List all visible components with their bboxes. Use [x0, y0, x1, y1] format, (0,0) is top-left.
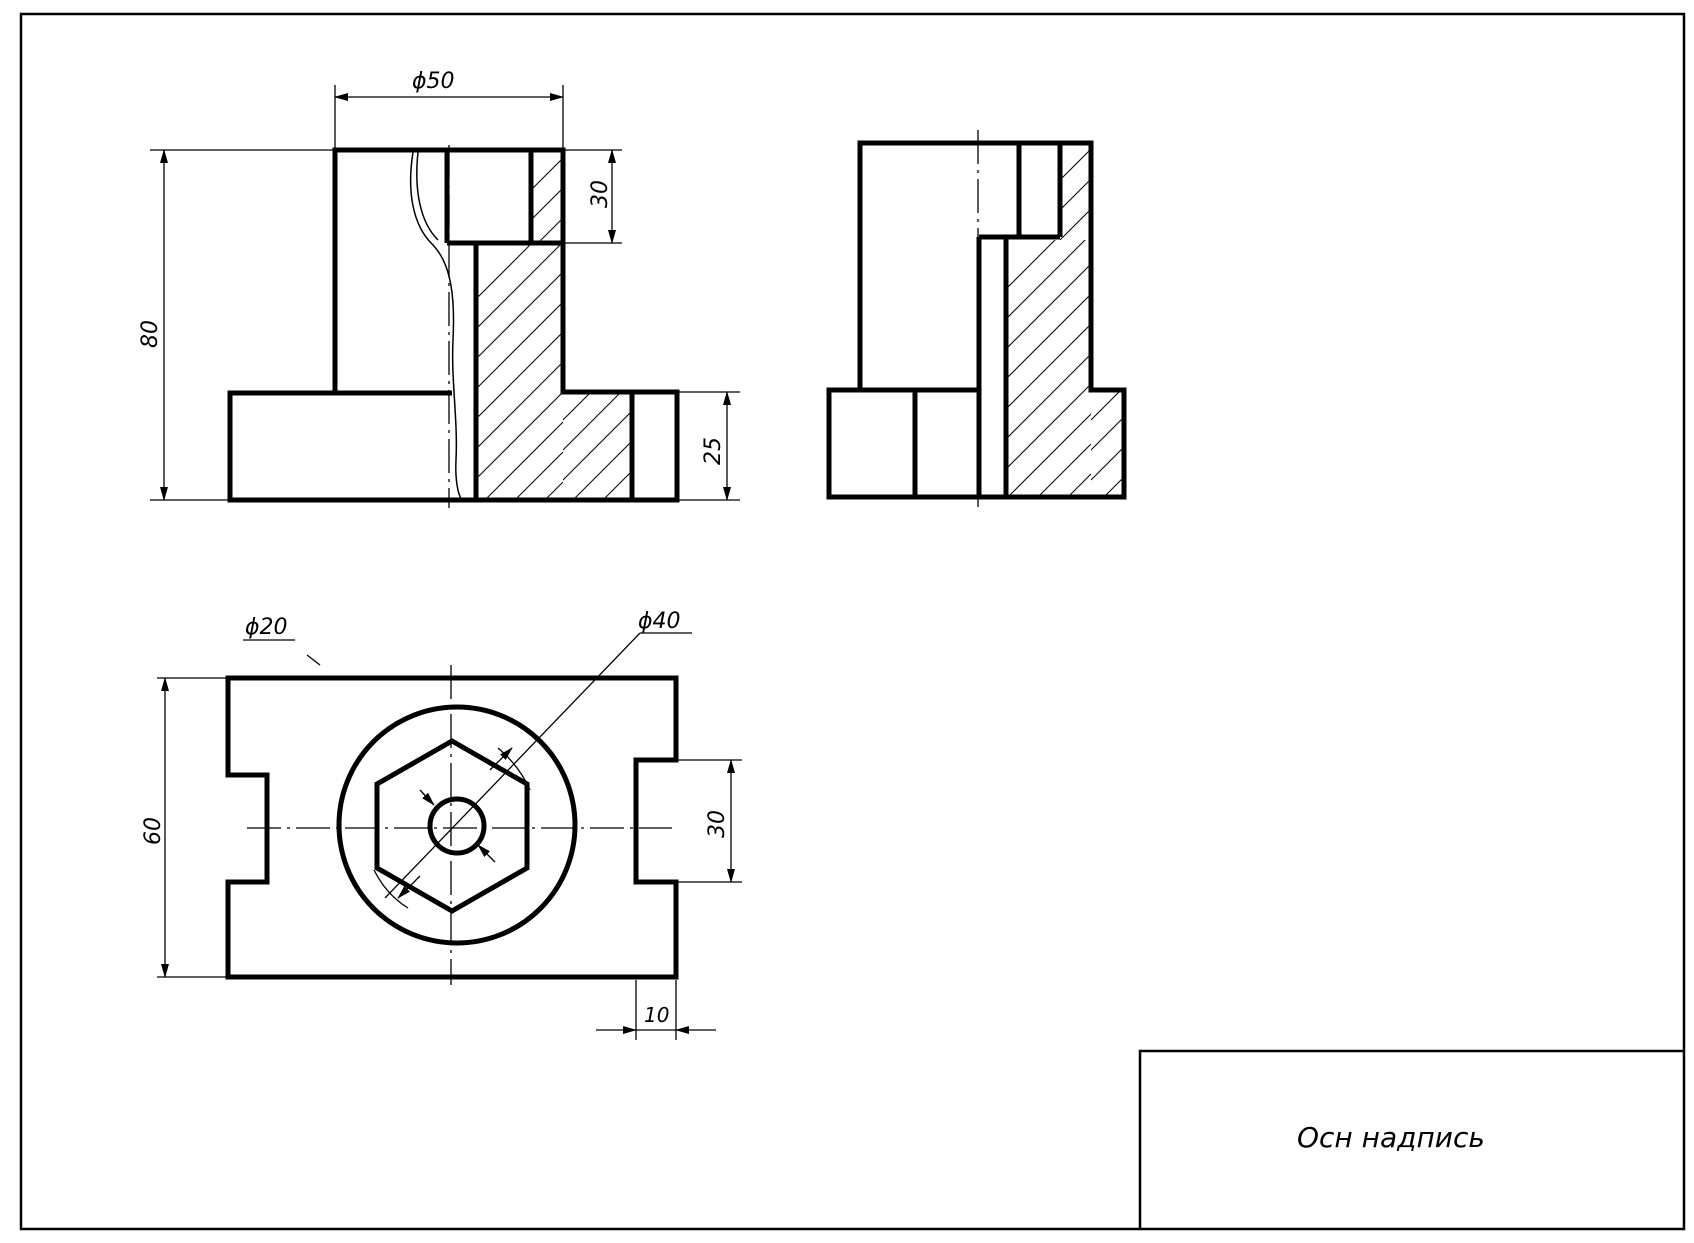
dim-slot-depth-10: 10	[644, 1003, 669, 1027]
front-hatch-base	[563, 392, 631, 500]
outer-circle	[336, 704, 578, 946]
outer-frame	[19, 12, 1686, 1231]
dim-base-25: 25	[701, 437, 726, 465]
title-block-label: Осн надпись	[1297, 1121, 1485, 1154]
hexagon	[374, 738, 530, 914]
front-view: ϕ50 80 30 25	[138, 69, 740, 508]
side-view	[826, 130, 1127, 510]
dim-width-60: 60	[141, 817, 166, 845]
dim-diameter-20: ϕ20	[245, 615, 288, 640]
front-hatch-top	[530, 157, 563, 245]
side-hatch-top	[1060, 148, 1091, 240]
top-view: ϕ40 ϕ20 60 30 10	[141, 609, 742, 1040]
side-hatch-base	[1091, 390, 1124, 497]
title-block: Осн надпись	[1138, 1049, 1684, 1229]
dim-diameter-40: ϕ40	[638, 609, 681, 634]
front-hatch-main	[475, 245, 563, 500]
dim-counterbore-30: 30	[588, 180, 613, 208]
dim-height-80: 80	[138, 320, 163, 348]
side-hatch-main	[1005, 240, 1091, 497]
dim-diameter-50: ϕ50	[412, 69, 455, 94]
inner-hole	[427, 796, 487, 856]
dim-slot-30: 30	[705, 810, 730, 838]
